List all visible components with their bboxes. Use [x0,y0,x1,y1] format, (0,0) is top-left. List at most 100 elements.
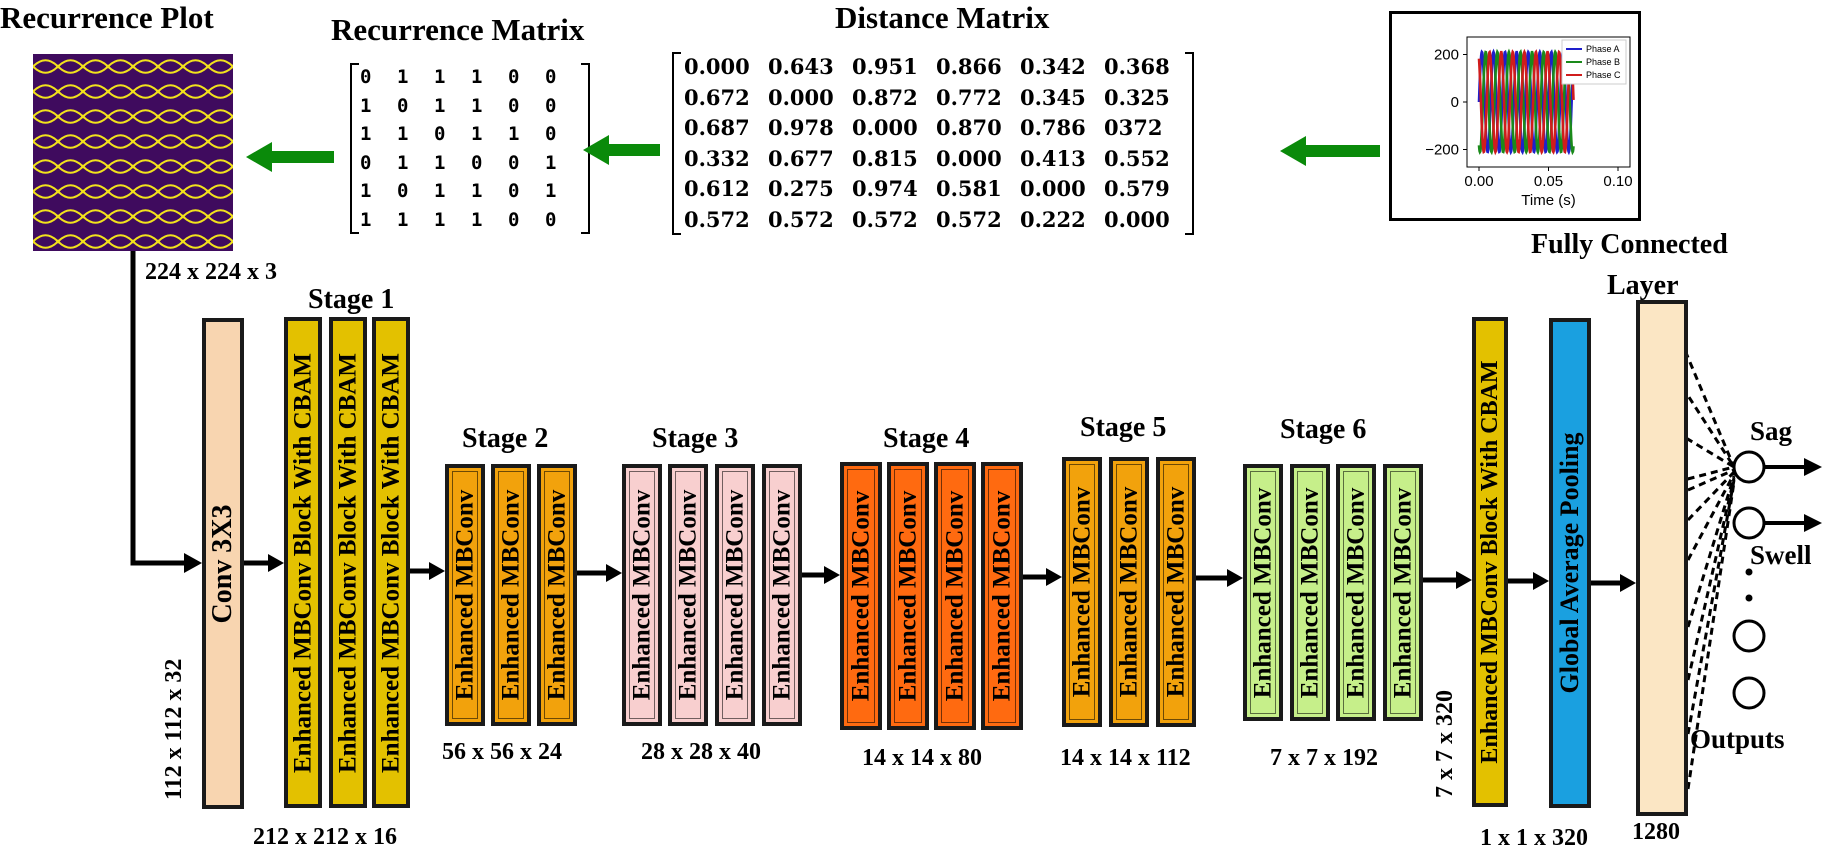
mbconv-label: Enhanced MBConv [1068,486,1096,698]
matrix-cell: 0.870 [936,115,1002,140]
matrix-cell: 1 [434,94,446,117]
stage6-label: Stage 6 [1280,414,1367,445]
matrix-cell: 0 [397,180,409,202]
stage5-mbconv-block: Enhanced MBConv [1062,457,1102,727]
matrix-cell: 0.866 [936,54,1002,79]
output-neuron [1732,619,1766,653]
conv-label: Conv 3X3 [207,503,238,624]
stage6-mbconv-block: Enhanced MBConv [1243,464,1283,721]
green-arrow-shaft [1302,145,1380,157]
dashed-connection [1686,473,1736,561]
fc-dimension: 1280 [1632,819,1680,845]
flow-arrow-head [824,566,840,584]
block-inner-border [988,469,1016,723]
stage2-mbconv-block: Enhanced MBConv [445,464,485,726]
stage1-dimension: 212 x 212 x 16 [253,824,397,847]
matrix-cell: 1 [434,66,446,88]
stage2-mbconv-block: Enhanced MBConv [491,464,531,726]
recurrence-matrix-title: Recurrence Matrix [331,12,585,47]
distance-matrix-title: Distance Matrix [835,0,1050,35]
mbconv-label: Enhanced MBConv [1296,487,1324,698]
stage6-dimension: 7 x 7 x 192 [1270,745,1378,771]
mbconv-label: Enhanced MBConv [1162,486,1190,698]
matrix-cell: 0.000 [768,84,834,110]
matrix-cell: 1 [471,94,483,117]
block-inner-border [544,471,570,719]
stage4-dimension: 14 x 14 x 80 [862,745,982,771]
bracket-tick [1185,52,1192,54]
stage4-mbconv-block: Enhanced MBConv [981,462,1023,730]
flow-arrow-head [268,554,284,572]
output-neuron [1732,506,1766,540]
bracket-tick [1185,233,1192,235]
matrix-cell: 0 [508,66,520,88]
dashed-connection [1686,479,1736,735]
cbam-label: Enhanced MBConv Block With CBAM [334,352,362,773]
matrix-cell: 0 [508,208,520,231]
block-inner-border [722,471,748,719]
flow-arrow-head [429,562,445,580]
stage6-mbconv-block: Enhanced MBConv [1336,464,1376,721]
matrix-cell: 0 [545,123,557,145]
block-inner-border [498,471,524,719]
mbconv-label: Enhanced MBConv [721,489,749,701]
output-swell-label: Swell [1750,540,1812,570]
stage4-mbconv-block: Enhanced MBConv [887,462,929,730]
mbconv-label: Enhanced MBConv [894,490,922,702]
block-inner-border [941,469,969,723]
output-ellipsis-dot [1745,568,1753,576]
matrix-cell: 1 [508,123,520,145]
mbconv-label: Enhanced MBConv [628,489,656,701]
mbconv-label: Enhanced MBConv [847,490,875,702]
matrix-cell: 1 [434,208,446,231]
stage5-mbconv-block: Enhanced MBConv [1156,457,1196,727]
matrix-cell: 0.000 [684,54,750,79]
stage6-mbconv-block: Enhanced MBConv [1290,464,1330,721]
matrix-cell: 0.786 [1020,115,1086,140]
stage3-mbconv-block: Enhanced MBConv [762,464,802,726]
matrix-cell: 0 [508,180,520,202]
final-cbam-block: Enhanced MBConv Block With CBAM [1472,317,1508,807]
matrix-cell: 0 [434,123,446,145]
matrix-cell: 0.000 [1020,176,1086,201]
matrix-cell: 1 [471,123,483,145]
matrix-cell: 0 [360,66,372,88]
stage4-label: Stage 4 [883,423,970,454]
block-inner-border [847,469,875,723]
final-block-dimension: 7 x 7 x 320 [1432,690,1458,798]
matrix-cell: 1 [471,180,483,202]
matrix-cell: 1 [397,123,409,145]
matrix-cell: 0 [508,94,520,117]
stage1-cbam-block: Enhanced MBConv Block With CBAM [372,317,410,808]
flow-arrow-head [1533,572,1549,590]
matrix-cell: 0.222 [1020,206,1086,232]
mbconv-label: Enhanced MBConv [543,489,571,701]
mbconv-label: Enhanced MBConv [1389,487,1417,698]
stage5-label: Stage 5 [1080,412,1167,443]
matrix-cell: 0.951 [852,54,918,79]
matrix-cell: 1 [471,208,483,231]
block-inner-border [675,471,701,719]
stage3-mbconv-block: Enhanced MBConv [715,464,755,726]
matrix-cell: 0 [397,94,409,117]
matrix-cell: 0 [360,151,372,174]
matrix-cell: 0.978 [768,115,834,140]
matrix-cell: 0.772 [936,84,1002,110]
y-tick-label: −200 [1425,142,1459,159]
legend-label: Phase A [1586,44,1620,54]
matrix-cell: 1 [434,180,446,202]
matrix-cell: 0.872 [852,84,918,110]
pool-label: Global Average Pooling [1555,432,1584,694]
output-arrow-head [1804,514,1822,532]
matrix-cell: 1 [397,66,409,88]
matrix-cell: 0.342 [1020,54,1086,79]
output-neuron [1732,676,1766,710]
block-inner-border [1116,464,1142,720]
